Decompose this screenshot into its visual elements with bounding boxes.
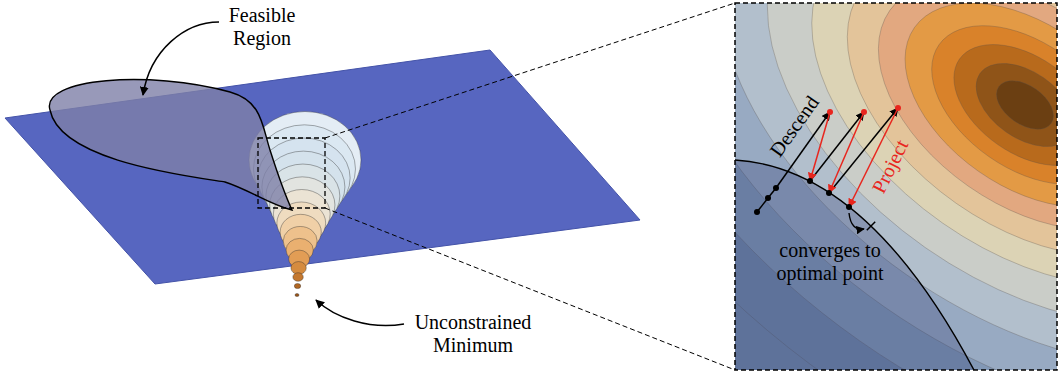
label-holder: Feasible Region bbox=[222, 4, 302, 50]
label-holder: Descend bbox=[765, 91, 824, 160]
constraint-boundary bbox=[735, 160, 975, 370]
label-holder: converges to optimal point bbox=[771, 239, 889, 285]
zoom-line bbox=[325, 208, 735, 370]
zoom-box bbox=[258, 138, 325, 208]
contour-band bbox=[735, 3, 1057, 370]
label-holder: Project bbox=[867, 136, 913, 197]
iterate-dot bbox=[846, 204, 852, 210]
iterate-dot bbox=[826, 190, 832, 196]
iterate-dot bbox=[765, 195, 771, 201]
iterate-dot bbox=[754, 209, 760, 215]
pointer-arrow bbox=[849, 213, 864, 229]
descent-dot bbox=[827, 109, 833, 115]
contour-band bbox=[868, 3, 1057, 249]
contour-band bbox=[932, 20, 1057, 190]
contour-band bbox=[903, 3, 1057, 217]
zoom-frame bbox=[735, 3, 1057, 370]
feasible-region bbox=[49, 80, 292, 210]
step-label: Project bbox=[867, 136, 913, 197]
funnel-ring bbox=[294, 283, 300, 288]
iterate-dot bbox=[807, 178, 813, 184]
contour-band bbox=[735, 3, 1057, 370]
contour-band bbox=[988, 71, 1057, 139]
contour-band bbox=[961, 46, 1057, 163]
region-label: Feasible Region bbox=[222, 4, 302, 50]
feasible-overlay bbox=[735, 160, 975, 370]
contour-band bbox=[735, 3, 1057, 370]
descent-dot bbox=[895, 105, 901, 111]
funnel-ring bbox=[293, 273, 303, 282]
plane-surface bbox=[5, 50, 640, 284]
note-label: converges to optimal point bbox=[771, 239, 889, 285]
contour-band bbox=[735, 3, 1057, 370]
contour-band bbox=[735, 3, 1057, 370]
projection-arrow bbox=[810, 112, 830, 181]
label-holder: Unconstrained Minimum bbox=[403, 311, 543, 357]
descent-arrow bbox=[810, 112, 864, 181]
step-label: Descend bbox=[765, 91, 824, 160]
pointer-arrow bbox=[143, 22, 219, 95]
zoom-panel bbox=[735, 3, 1057, 370]
projection-arrow bbox=[829, 112, 864, 193]
zoom-line bbox=[325, 3, 735, 138]
funnel-ring bbox=[295, 294, 299, 297]
descent-dot bbox=[861, 109, 867, 115]
optimum-tick bbox=[867, 222, 875, 230]
contour-plot bbox=[735, 3, 1057, 370]
minimum-label: Unconstrained Minimum bbox=[403, 311, 543, 357]
pointer-arrow bbox=[316, 300, 404, 326]
iterate-dot bbox=[773, 185, 779, 191]
